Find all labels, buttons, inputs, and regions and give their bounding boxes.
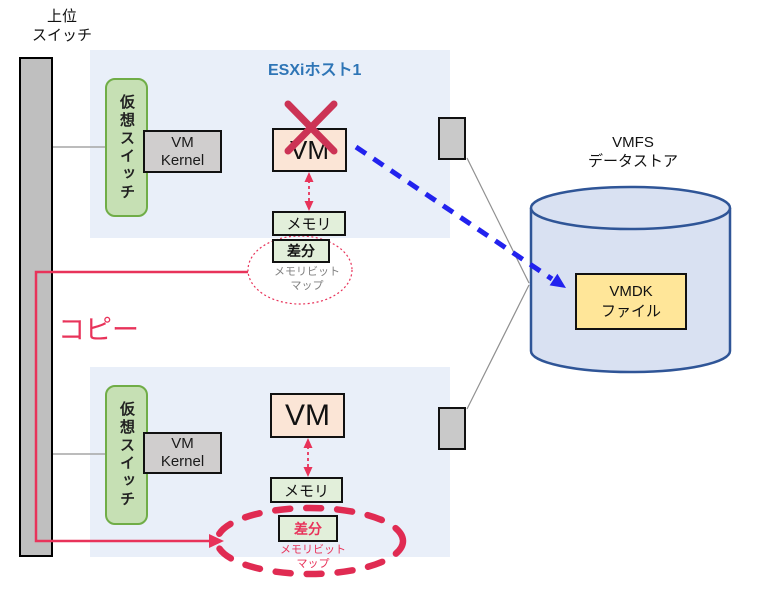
memory-bitmap-label-host2: メモリビット マップ	[280, 544, 346, 570]
datastore-cylinder-top	[529, 185, 732, 231]
virtual-switch-host2: 仮想スイッチ	[105, 385, 148, 525]
virtual-switch-host1: 仮想スイッチ	[105, 78, 148, 217]
diff-host1: 差分	[272, 239, 330, 263]
nic-host1	[438, 117, 466, 160]
vmkernel-host1: VM Kernel	[143, 130, 222, 173]
nic1-to-datastore-line	[466, 157, 530, 284]
memory-bitmap-label-host1: メモリビット マップ	[274, 266, 340, 292]
nic-host2	[438, 407, 466, 450]
vmdk-file-box: VMDK ファイル	[575, 273, 687, 330]
vm-host2: VM	[270, 393, 345, 438]
vmfs-datastore-label: VMFS データストア	[587, 134, 678, 170]
diff-host2: 差分	[278, 515, 338, 542]
upper-switch-label: 上位 スイッチ	[31, 8, 92, 44]
vmkernel-host2: VM Kernel	[143, 432, 222, 474]
vm-host1: VM	[272, 128, 347, 172]
memory-host1: メモリ	[272, 211, 346, 236]
vm-to-vmdk-arrowhead	[549, 273, 566, 288]
memory-host2: メモリ	[270, 477, 343, 503]
esxi-host1-title: ESXiホスト1	[268, 62, 362, 79]
upper-switch-rect	[19, 57, 53, 557]
nic2-to-datastore-line	[466, 284, 530, 410]
copy-label: コピー	[58, 315, 139, 345]
